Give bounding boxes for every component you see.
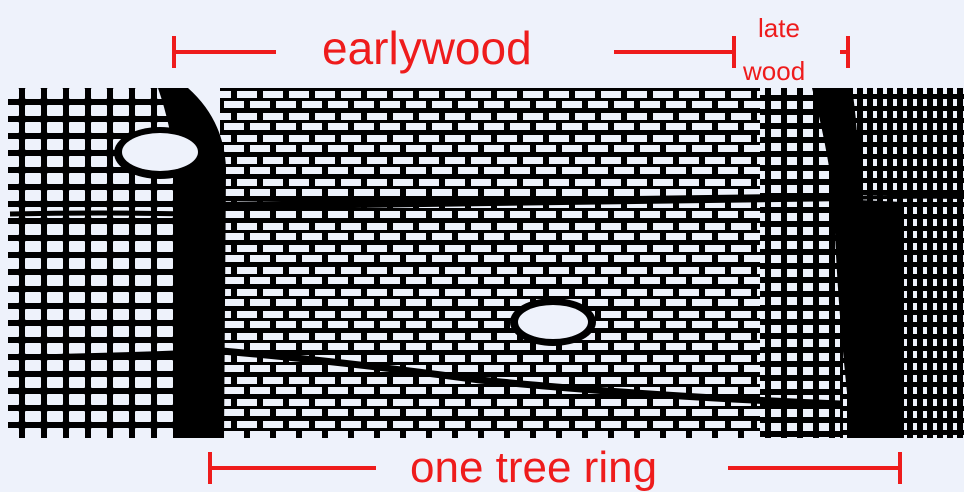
- resin-canal: [518, 305, 588, 339]
- tree-ring-label: one tree ring: [410, 446, 657, 490]
- earlywood-label: earlywood: [322, 25, 532, 71]
- latewood-label-wood: wood: [743, 58, 805, 84]
- ray-line: [10, 213, 190, 214]
- ray-line: [850, 197, 964, 198]
- latewood-label-late: late: [758, 15, 800, 41]
- resin-canal: [122, 133, 198, 171]
